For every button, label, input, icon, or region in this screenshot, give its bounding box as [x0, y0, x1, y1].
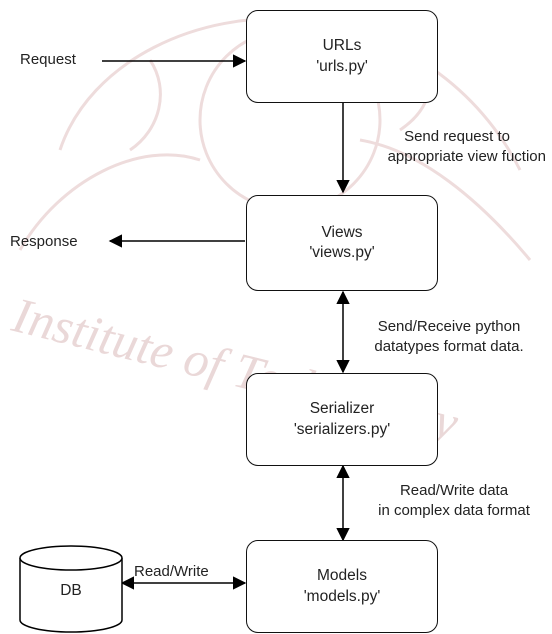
models-title: Models — [317, 567, 367, 585]
db-models-label: Read/Write — [134, 563, 209, 580]
views-serializer-line-2: datatypes format data. — [374, 337, 524, 355]
db-cylinder: DB — [19, 545, 123, 633]
urls-to-views-line-1: Send request to — [404, 128, 510, 145]
views-box: Views 'views.py' — [246, 195, 438, 291]
serializer-models-line-2: in complex data format — [378, 501, 530, 519]
urls-to-views-line-2: appropriate view fuction — [387, 147, 546, 165]
db-label: DB — [60, 582, 82, 599]
urls-to-views-label: Send request to appropriate view fuction — [344, 127, 546, 166]
serializer-title: Serializer — [309, 400, 375, 418]
serializer-file: 'serializers.py' — [293, 420, 391, 438]
response-label: Response — [10, 233, 78, 250]
models-box: Models 'models.py' — [246, 540, 438, 633]
views-file: 'views.py' — [309, 244, 375, 261]
urls-file: 'urls.py' — [316, 57, 368, 75]
urls-title: URLs — [322, 37, 362, 55]
models-file: 'models.py' — [303, 587, 381, 605]
serializer-box: Serializer 'serializers.py' — [246, 373, 438, 466]
views-title: Views — [321, 223, 363, 241]
request-label: Request — [20, 51, 76, 68]
views-serializer-label: Send/Receive python datatypes format dat… — [353, 317, 545, 356]
serializer-models-label: Read/Write data in complex data format — [357, 481, 551, 520]
urls-box: URLs 'urls.py' — [246, 10, 438, 103]
serializer-models-line-1: Read/Write data — [399, 482, 509, 499]
views-serializer-line-1: Send/Receive python — [377, 318, 521, 335]
